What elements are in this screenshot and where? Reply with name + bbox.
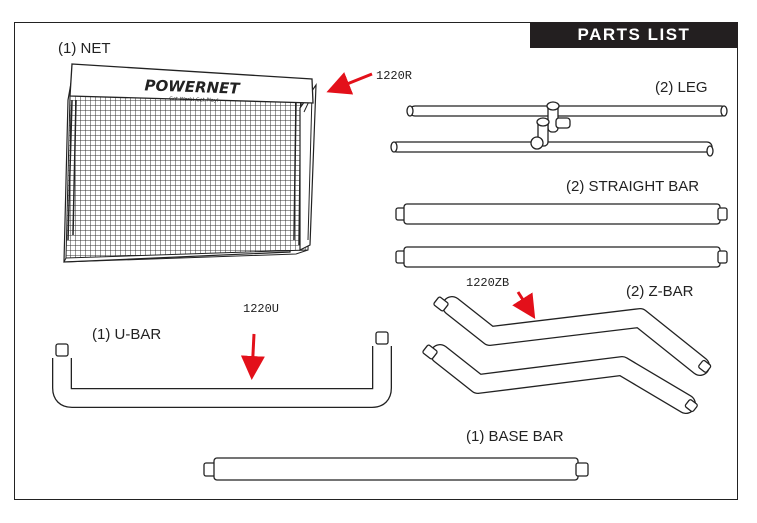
z-bar-label: (2) Z-BAR (626, 283, 694, 300)
u-bar-illustration (52, 331, 392, 408)
z-bar-code: 1220ZB (466, 276, 510, 290)
net-illustration: POWERNET Get Work! Get Play! (63, 63, 317, 263)
u-bar-pointer-arrow (240, 333, 265, 380)
straight-bar-label: (2) STRAIGHT BAR (566, 178, 700, 195)
net-code: 1220R (376, 69, 413, 83)
leg-illustration (390, 101, 728, 157)
net-pointer-arrow (326, 72, 373, 95)
u-bar-label: (1) U-BAR (92, 326, 162, 343)
net-tagline: Get Work! Get Play! (169, 96, 219, 104)
u-bar-code: 1220U (243, 302, 280, 316)
straight-bar-illustration (395, 203, 728, 268)
parts-list-frame (14, 22, 738, 500)
z-bar-illustration (422, 296, 712, 414)
net-label: (1) NET (58, 40, 111, 57)
leg-label: (2) LEG (655, 79, 708, 96)
net-brand-logo: POWERNET (144, 76, 241, 97)
z-bar-pointer-arrow (512, 291, 536, 320)
base-bar-illustration (203, 457, 589, 481)
parts-list-title: PARTS LIST (530, 22, 738, 48)
base-bar-label: (1) BASE BAR (466, 428, 564, 445)
